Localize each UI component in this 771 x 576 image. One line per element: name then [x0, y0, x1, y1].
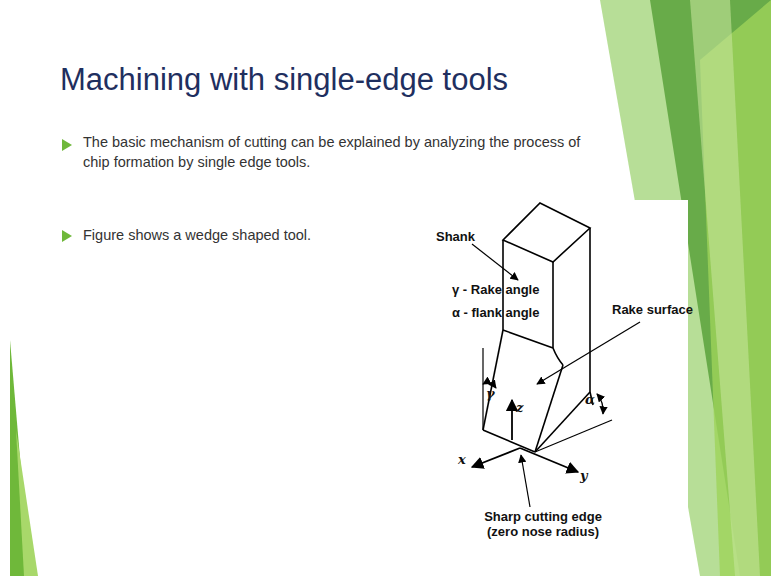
axes	[472, 400, 578, 472]
figure-panel	[405, 200, 688, 552]
tool-drawing	[483, 203, 593, 452]
axis-label: z	[516, 400, 523, 415]
angle-symbol: γ	[486, 386, 495, 401]
legend-note: γ - Rake angle	[452, 282, 539, 297]
bullet-text: The basic mechanism of cutting can be ex…	[83, 133, 603, 172]
green-band	[690, 0, 760, 576]
green-band	[16, 430, 38, 576]
bullet-marker	[62, 139, 72, 151]
part-name: Shank	[436, 229, 475, 244]
part-name: Sharp cutting edge (zero nose radius)	[478, 509, 608, 539]
legend-note: α - flank angle	[452, 305, 539, 320]
angle-symbol: α	[585, 392, 595, 407]
bullet-marker	[62, 230, 72, 242]
slide-title: Machining with single-edge tools	[60, 62, 508, 98]
axis-label: y	[580, 468, 588, 483]
axis-label: x	[458, 452, 466, 467]
part-name: Rake surface	[612, 302, 693, 317]
angle-marks	[483, 348, 612, 452]
bullet-text: Figure shows a wedge shaped tool.	[83, 226, 383, 246]
